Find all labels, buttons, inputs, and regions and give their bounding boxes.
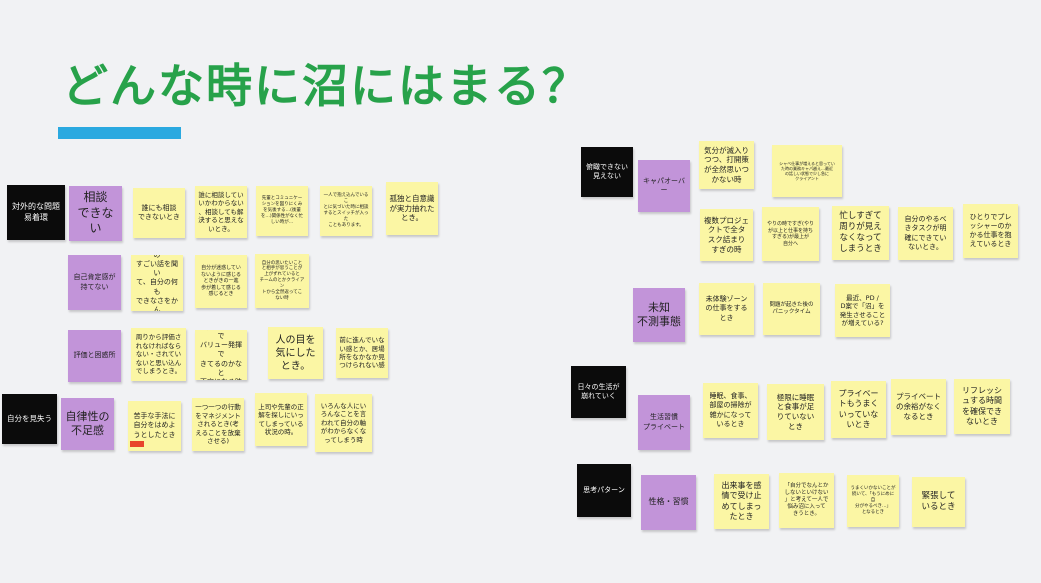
sticky-note[interactable]: 複数プロジェ クトで全タ スク詰まり すぎの時 — [700, 209, 753, 261]
sticky-note[interactable]: 自分が迷惑してい ないように感じる ときがきの一進 歩が着して感じる 感じるとき — [195, 255, 247, 308]
sticky-note[interactable]: やりの時ですぎ(やり が以上と仕事を持ち すぎる)が最上が 自分へ — [762, 207, 819, 261]
category-low-self-esteem[interactable]: 自己肯定感が 持てない — [68, 255, 121, 310]
header-external-issues[interactable]: 対外的な問題 易着環 — [7, 185, 65, 240]
category-evaluation[interactable]: 評価と困惑所 — [68, 330, 121, 382]
sticky-note[interactable]: 先輩とコミュニケー ションを図りにくみ を気後する…(後輩 を…)関係性がなく忙… — [256, 186, 308, 236]
header-thinking-pattern[interactable]: 思考パターン — [577, 464, 631, 517]
sticky-note[interactable]: リフレッシ ュする時間 を確保でき ないとき — [954, 379, 1010, 434]
category-lifestyle[interactable]: 生活習慣 プライベート — [638, 395, 690, 450]
sticky-note[interactable]: 気分が滅入り つつ、打開策 が全然思いつ かない時 — [699, 141, 754, 189]
sticky-note[interactable]: 最近、PD / D案で「沼」を 発生させること が増えている? — [835, 284, 890, 337]
category-overcapacity[interactable]: キャパオーバー — [638, 160, 690, 212]
sticky-note[interactable]: 前に進んでいな い感とか、居場 所をなかなか見 つけられない感 — [336, 328, 388, 378]
sticky-note[interactable]: 孤独と自意識 が実力抽れた とき。 — [386, 182, 438, 235]
sticky-note[interactable]: プライベー トもうまく いっていな いとき — [831, 381, 886, 438]
sticky-note[interactable]: 一人で抱え込んでいるこ とに気づいた時に相談 するとスイッチが入った こともあり… — [320, 186, 372, 236]
sticky-note[interactable]: 自分のやるべ きタスクが明 確にできてい ないとき。 — [898, 207, 953, 260]
category-personality-habit[interactable]: 性格・習慣 — [641, 475, 696, 530]
sticky-note[interactable]: 上司や先輩の正 解を探しにいっ てしまっている 状況の時。 — [255, 393, 307, 446]
sticky-note[interactable]: 睡眠、食事、 部屋の掃除が 雑かになって いるとき — [703, 383, 758, 438]
category-unknown-events[interactable]: 未知 不測事態 — [633, 288, 685, 342]
category-lack-of-autonomy[interactable]: 自律性の 不足感 — [61, 398, 114, 450]
sticky-note[interactable]: いろんな人にい ろんなことを言 われて自分の軸 がわからなくな ってしまう時 — [315, 394, 372, 452]
sticky-note[interactable]: 周りから評価さ れなければなら ない・されてい ないと思い込ん でしまうとき。 — [131, 328, 186, 381]
sticky-note[interactable]: 問題が起きた後の パニックタイム — [763, 283, 820, 335]
header-losing-self[interactable]: 自分を見失う — [2, 394, 57, 444]
sticky-note[interactable]: 忙しすぎて 周りが見え なくなって しまうとき — [832, 206, 889, 260]
sticky-note[interactable]: すごい人たちの すごい話を聞い て、自分の何も できなさをかん じたとき — [131, 255, 183, 311]
sticky-note[interactable]: 緊張して いるとき — [912, 477, 965, 527]
sticky-note[interactable]: うまくいかないことが続いて、「もうにめに自 分がやるべき…」 となるとき — [847, 475, 899, 527]
sticky-note[interactable]: 出来事を感 情で受け止 めてしまっ たとき — [714, 474, 769, 529]
sticky-note[interactable]: ひとりでプレ ッシャーのか かる仕事を抱 えているとき — [963, 204, 1018, 258]
category-cannot-consult[interactable]: 相談 できない — [69, 186, 122, 241]
page-title: どんな時に沼にはまる？ — [62, 59, 590, 113]
sticky-note[interactable]: 誰にも相談 できないとき — [133, 188, 185, 238]
sticky-note[interactable]: 自分って仕事で バリュー発揮で きてるのかなと 不安になる時 — [195, 330, 247, 380]
sticky-note[interactable]: 人の目を 気にした とき。 — [268, 327, 323, 379]
sticky-note[interactable]: 自分の思いたいこと と相手が思うことが 上がずれていると チームのとかクライアン… — [255, 254, 309, 308]
sticky-note[interactable]: 極限に睡眠 と食事が足 りていない とき — [767, 384, 824, 440]
title-underline — [58, 127, 181, 139]
header-cannot-see-overview[interactable]: 俯瞰できない 見えない — [581, 147, 633, 197]
red-tag-marker — [130, 441, 144, 447]
sticky-note[interactable]: 一つ一つの行動 をマネジメント されるとき(考 えることを放棄 させる) — [192, 398, 244, 451]
sticky-note[interactable]: シャベ仕事が増えると思ってい た時の業務キャパ越え…最近 の話しい状態で少し急に… — [772, 145, 842, 197]
sticky-note[interactable]: 「自分でなんとか しないといけない 」と考えて一人で 悩み沼に入って きうとき。 — [779, 473, 834, 528]
sticky-note[interactable]: プライベート の余裕がなく なるとき — [891, 379, 946, 435]
sticky-note[interactable]: 誰に相談してい いかわからない 、相談しても解 決すると思えな いとき。 — [195, 186, 247, 238]
sticky-note[interactable]: 未体験ゾーン の仕事をする とき — [699, 283, 754, 335]
header-daily-life-collapse[interactable]: 日々の生活が 崩れていく — [571, 366, 626, 418]
